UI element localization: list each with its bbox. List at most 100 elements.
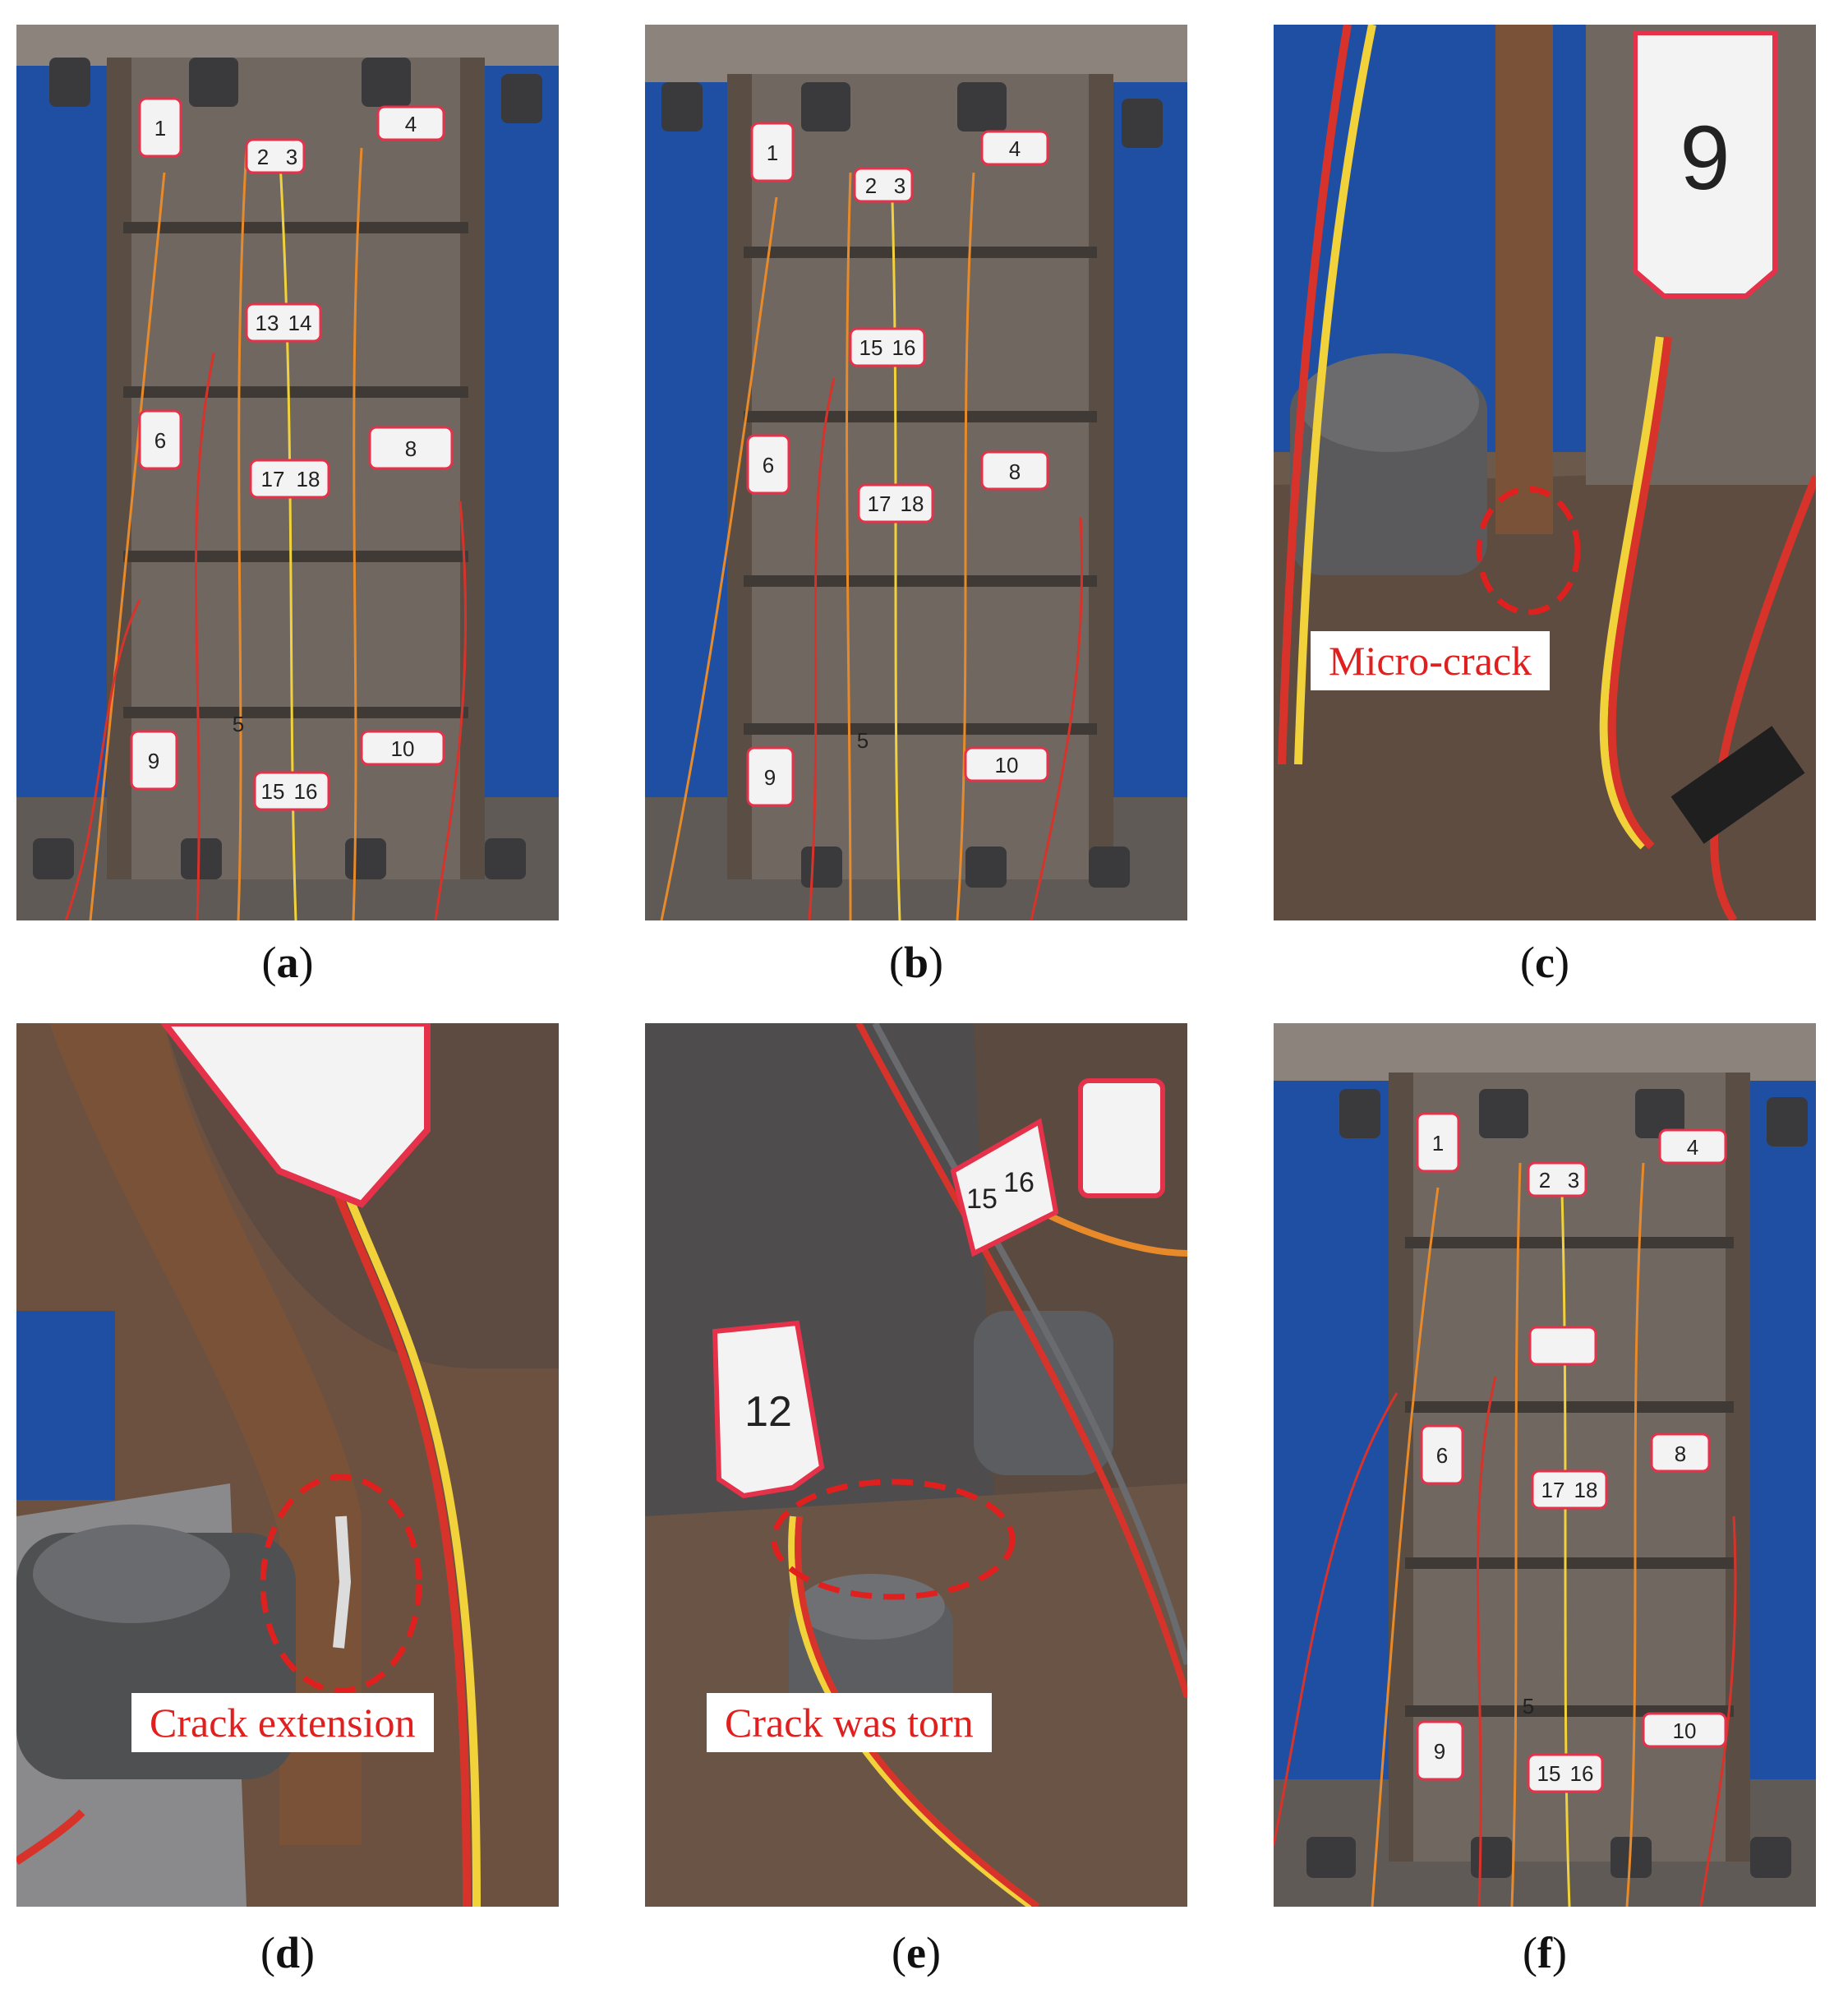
top-flange	[1274, 1023, 1816, 1081]
svg-text:6: 6	[1436, 1443, 1448, 1468]
svg-text:8: 8	[1009, 459, 1021, 484]
svg-text:9: 9	[1680, 108, 1730, 209]
svg-text:17: 17	[868, 491, 892, 516]
svg-text:15: 15	[261, 779, 285, 804]
svg-text:15: 15	[966, 1183, 998, 1215]
bolt-heads	[661, 82, 1163, 888]
tag-blank	[159, 1023, 431, 1208]
svg-text:17: 17	[1541, 1478, 1565, 1502]
photo-panel-a: 1 2 3 4 13 14 6 17 18 8 9 5 10 15 16	[16, 25, 559, 920]
svg-text:5: 5	[857, 728, 869, 753]
bolt-top	[1298, 353, 1479, 452]
tag-12: 12	[712, 1320, 825, 1499]
blue-backdrop	[16, 1311, 115, 1500]
svg-text:8: 8	[405, 436, 417, 461]
gauge-tags: 1 2 3 4 15 16 6 17 18 8 9 5 10	[746, 122, 1049, 807]
svg-text:5: 5	[1523, 1694, 1534, 1718]
left-flange	[107, 58, 131, 879]
callout-micro-crack: Micro-crack	[1311, 631, 1551, 690]
tag-15-16: 15 16	[950, 1118, 1059, 1257]
callout-crack-extension: Crack extension	[131, 1693, 434, 1752]
svg-text:6: 6	[154, 428, 166, 453]
svg-text:2: 2	[257, 145, 269, 169]
top-flange	[645, 25, 1187, 82]
svg-text:15: 15	[1537, 1761, 1561, 1786]
right-flange	[460, 58, 485, 879]
photo-panel-c: 9 Micro-crack	[1274, 25, 1816, 920]
gauge-tags: 1 2 3 4 13 14 6 17 18 8 9 5 10 15 16	[130, 97, 454, 811]
svg-text:4: 4	[1009, 136, 1021, 161]
svg-text:18: 18	[901, 491, 924, 516]
svg-text:3: 3	[286, 145, 297, 169]
tag-9: 9	[1633, 30, 1777, 298]
svg-text:2: 2	[865, 173, 877, 198]
crack-mark	[333, 1515, 352, 1649]
svg-text:3: 3	[894, 173, 905, 198]
svg-text:10: 10	[391, 736, 415, 761]
tag-blank	[1078, 1078, 1165, 1198]
svg-text:9: 9	[148, 749, 159, 773]
svg-text:10: 10	[1673, 1718, 1697, 1743]
strain-gauge-wires	[1274, 1162, 1737, 1907]
svg-text:13: 13	[256, 311, 279, 335]
stiffener-ribs	[123, 222, 468, 718]
tag-label: 1	[154, 116, 166, 141]
stiffener-ribs	[1405, 1237, 1734, 1717]
photo-d-svg	[16, 1023, 559, 1907]
photo-panel-d: Crack extension	[16, 1023, 559, 1907]
stiffener-rib	[1495, 25, 1553, 534]
photo-c-svg: 9	[1274, 25, 1816, 920]
crack-ellipse	[260, 1474, 422, 1694]
callout-crack-was-torn: Crack was torn	[707, 1693, 992, 1752]
caption-c: (c)	[1520, 938, 1569, 987]
photo-b-svg: 1 2 3 4 15 16 6 17 18 8 9 5 10	[645, 25, 1187, 920]
svg-text:6: 6	[763, 453, 774, 477]
svg-text:17: 17	[261, 467, 285, 491]
caption-f: (f)	[1523, 1928, 1567, 1977]
right-flange	[1726, 1073, 1750, 1861]
svg-text:16: 16	[294, 779, 318, 804]
right-flange	[1089, 74, 1113, 879]
crack-ellipse	[1476, 486, 1581, 616]
svg-text:3: 3	[1568, 1168, 1579, 1193]
svg-text:4: 4	[405, 112, 417, 136]
svg-text:15: 15	[859, 335, 883, 360]
svg-text:18: 18	[1574, 1478, 1598, 1502]
svg-text:18: 18	[297, 467, 320, 491]
svg-text:16: 16	[892, 335, 916, 360]
tag-blank	[1528, 1326, 1597, 1366]
crack-ellipse	[771, 1479, 1016, 1600]
caption-a: (a)	[261, 938, 314, 987]
gauge-tags: 1 2 3 4 6 17 18 8 9 5 10 15 16	[1416, 1112, 1727, 1793]
stiffener-ribs	[744, 247, 1097, 735]
svg-text:16: 16	[1003, 1167, 1035, 1198]
caption-b: (b)	[888, 938, 943, 987]
svg-text:9: 9	[764, 765, 776, 790]
photo-panel-e: 12 15 16 Crack was torn	[645, 1023, 1187, 1907]
svg-text:1: 1	[1432, 1131, 1444, 1156]
photo-panel-f: 1 2 3 4 6 17 18 8 9 5 10 15 16	[1274, 1023, 1816, 1907]
caption-d: (d)	[260, 1928, 315, 1977]
photo-e-svg: 12 15 16	[645, 1023, 1187, 1907]
svg-text:9: 9	[1434, 1739, 1445, 1764]
svg-text:16: 16	[1570, 1761, 1594, 1786]
strain-gauge-wires	[660, 172, 1084, 920]
caption-e: (e)	[892, 1928, 941, 1977]
photo-a-svg: 1 2 3 4 13 14 6 17 18 8 9 5 10 15 16	[16, 25, 559, 920]
svg-text:4: 4	[1687, 1135, 1698, 1160]
bolt-top	[33, 1525, 230, 1623]
svg-text:12: 12	[744, 1388, 792, 1436]
left-flange	[1389, 1073, 1413, 1861]
lead-wires	[16, 1186, 481, 1907]
svg-text:8: 8	[1675, 1442, 1686, 1466]
svg-text:5: 5	[233, 712, 244, 736]
bolt-rear	[974, 1311, 1113, 1475]
svg-text:2: 2	[1539, 1168, 1551, 1193]
svg-text:10: 10	[995, 753, 1019, 777]
bolt-heads	[33, 58, 542, 879]
connector	[1670, 726, 1805, 844]
strain-gauge-wires	[64, 147, 468, 920]
photo-panel-b: 1 2 3 4 15 16 6 17 18 8 9 5 10	[645, 25, 1187, 920]
bolt-heads	[1306, 1089, 1808, 1878]
svg-text:1: 1	[767, 141, 778, 165]
